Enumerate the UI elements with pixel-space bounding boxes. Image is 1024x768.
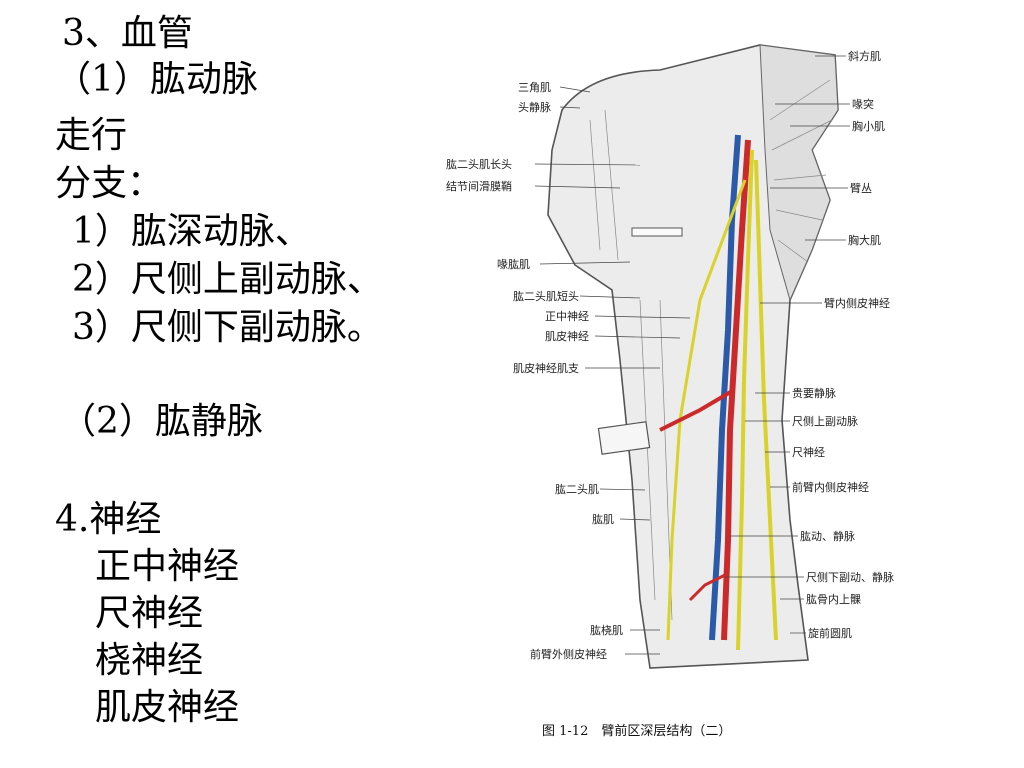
median-nerve <box>736 149 754 651</box>
figure-label-left: 肌皮神经肌支 <box>513 361 579 375</box>
figure-label-left: 肱二头肌长头 <box>446 157 512 171</box>
figure-label-left: 正中神经 <box>545 309 589 323</box>
figure-label-right: 喙突 <box>852 97 874 111</box>
branch-item-3: 3）尺侧下副动脉。 <box>72 307 383 348</box>
leader-lines-left <box>534 86 691 655</box>
nerve-item-median: 正中神经 <box>95 546 240 587</box>
course-text: 走行 <box>55 115 128 156</box>
figure-label-right: 肱动、静脉 <box>800 529 855 543</box>
figure-label-left: 喙肱肌 <box>497 257 530 271</box>
branch-item-1: 1）肱深动脉、 <box>72 211 311 252</box>
figure-label-right: 前臂内侧皮神经 <box>792 480 869 494</box>
pectoral-region <box>759 44 839 302</box>
heading-brachial-vein: （2）肱静脉 <box>60 401 263 442</box>
figure-label-right: 胸小肌 <box>852 119 885 133</box>
figure-label-right: 尺侧上副动脉 <box>792 414 858 428</box>
brachial-vein <box>709 134 741 641</box>
figure-label-left: 肱桡肌 <box>590 623 623 637</box>
inferior-ulnar-collateral-artery <box>688 573 726 602</box>
deep-brachial-artery <box>659 388 736 432</box>
figure-label-left: 肱肌 <box>592 512 614 526</box>
figure-label-left: 肌皮神经 <box>545 329 589 343</box>
figure-label-right: 贵要静脉 <box>792 386 836 400</box>
nerve-item-ulnar: 尺神经 <box>95 593 204 634</box>
figure-label-right: 旋前圆肌 <box>808 626 852 640</box>
figure-caption: 图 1-12 臂前区深层结构（二） <box>542 723 731 739</box>
figure-label-left: 前臂外侧皮神经 <box>530 647 607 661</box>
nerve-item-musculocutaneous: 肌皮神经 <box>95 687 240 728</box>
figure-label-right: 尺侧下副动、静脉 <box>806 570 894 584</box>
figure-labels-right: 斜方肌 喙突 胸小肌 臂丛 胸大肌 臂内侧皮神经 贵要静脉 尺侧上副动脉 尺神经… <box>792 49 894 640</box>
figure-label-right: 斜方肌 <box>848 49 881 63</box>
figure-label-right: 臂丛 <box>850 182 872 195</box>
retracted-flap <box>597 421 651 455</box>
retractor-bar <box>631 227 683 237</box>
figure-labels-left: 三角肌 头静脉 肱二头肌长头 结节间滑膜鞘 喙肱肌 肱二头肌短头 正中神经 肌皮… <box>446 81 623 661</box>
branch-item-2: 2）尺侧上副动脉、 <box>72 259 383 300</box>
figure-label-left: 结节间滑膜鞘 <box>446 179 512 193</box>
figure-label-left: 肱二头肌短头 <box>513 289 579 303</box>
figure-label-left: 头静脉 <box>518 100 551 114</box>
heading-nerves: 4.神经 <box>55 499 162 540</box>
ulnar-nerve <box>754 159 778 641</box>
nerve-item-radial: 桡神经 <box>95 640 204 681</box>
figure-label-right: 肱骨内上髁 <box>806 592 861 606</box>
branches-heading: 分支： <box>55 163 164 204</box>
heading-brachial-artery: （1）肱动脉 <box>55 59 258 100</box>
leader-lines-right <box>725 55 850 634</box>
figure-label-left: 三角肌 <box>518 81 551 94</box>
anatomy-illustration: 三角肌 头静脉 肱二头肌长头 结节间滑膜鞘 喙肱肌 肱二头肌短头 正中神经 肌皮… <box>446 44 894 739</box>
brachial-artery <box>721 139 751 641</box>
figure-label-right: 胸大肌 <box>848 233 881 247</box>
figure-label-right: 尺神经 <box>792 445 825 459</box>
figure-label-left: 肱二头肌 <box>555 482 599 496</box>
heading-vessels: 3、血管 <box>62 13 193 54</box>
figure-label-right: 臂内侧皮神经 <box>824 296 890 310</box>
